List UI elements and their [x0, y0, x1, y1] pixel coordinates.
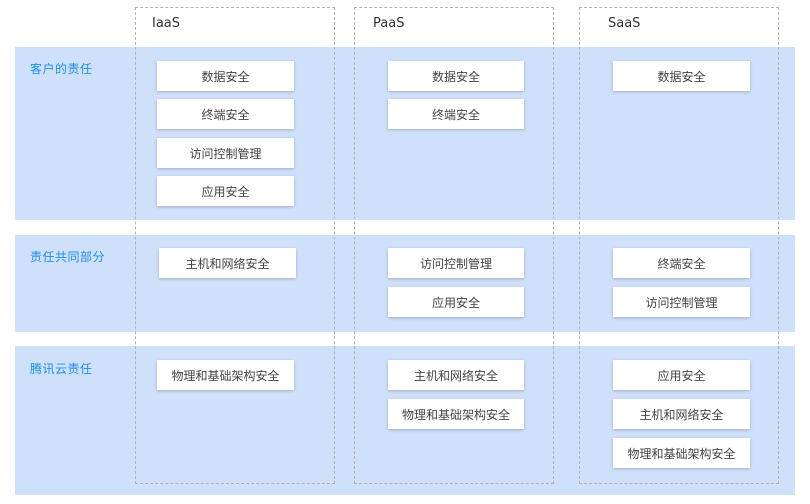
column-title-saas: SaaS: [608, 16, 641, 31]
card-shared-saas-1: 终端安全: [613, 248, 750, 278]
row-label-provider: 腾讯云责任: [30, 362, 93, 376]
row-label-shared: 责任共同部分: [30, 250, 106, 264]
card-provider-iaas-1: 物理和基础架构安全: [157, 360, 294, 390]
card-customer-iaas-2: 终端安全: [157, 99, 294, 129]
card-provider-saas-2: 主机和网络安全: [613, 399, 750, 429]
card-customer-paas-1: 数据安全: [388, 61, 524, 91]
card-provider-paas-1: 主机和网络安全: [388, 360, 524, 390]
card-shared-paas-2: 应用安全: [388, 287, 524, 317]
card-provider-saas-1: 应用安全: [613, 360, 750, 390]
column-iaas: [135, 7, 335, 484]
card-provider-saas-3: 物理和基础架构安全: [613, 438, 750, 468]
column-title-paas: PaaS: [373, 16, 405, 31]
card-shared-iaas-1: 主机和网络安全: [159, 248, 296, 278]
row-label-customer: 客户的责任: [30, 62, 93, 76]
column-saas: [579, 7, 779, 484]
card-customer-paas-2: 终端安全: [388, 99, 524, 129]
card-customer-saas-1: 数据安全: [613, 61, 750, 91]
card-provider-paas-2: 物理和基础架构安全: [388, 399, 524, 429]
card-customer-iaas-1: 数据安全: [157, 61, 294, 91]
card-shared-saas-2: 访问控制管理: [613, 287, 750, 317]
column-paas: [354, 7, 554, 484]
card-shared-paas-1: 访问控制管理: [388, 248, 524, 278]
column-title-iaas: IaaS: [152, 16, 181, 31]
card-customer-iaas-3: 访问控制管理: [157, 138, 294, 168]
card-customer-iaas-4: 应用安全: [157, 176, 294, 206]
